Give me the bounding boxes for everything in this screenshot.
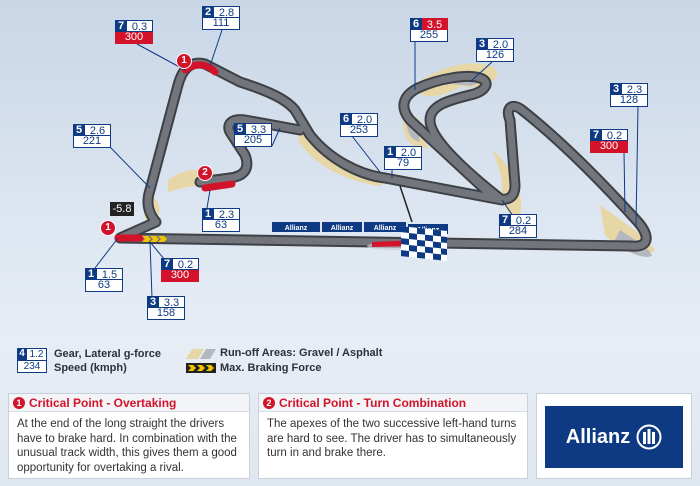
- gear-value: 5: [73, 124, 85, 136]
- braking-legend-icon: [186, 363, 216, 373]
- g-force-value: 2.0: [396, 146, 422, 159]
- critical-section-1-top: [181, 61, 219, 76]
- g-force-value: 3.3: [246, 123, 272, 136]
- speed-value: 255: [410, 30, 448, 42]
- gear-value: 6: [340, 113, 352, 125]
- gear-value: 5: [234, 123, 246, 135]
- speed-value: 221: [73, 136, 111, 148]
- speed-value: 63: [202, 220, 240, 232]
- gear-value: 7: [499, 214, 511, 226]
- speed-value: 300: [115, 32, 153, 44]
- g-force-value: 2.0: [352, 113, 378, 126]
- critical-point-number: 2: [263, 396, 275, 409]
- gear-value: 1: [384, 146, 396, 158]
- g-force-value: 2.3: [622, 83, 648, 96]
- legend-braking-label: Max. Braking Force: [220, 362, 322, 374]
- speed-value: 158: [147, 308, 185, 320]
- g-force-value: 0.2: [602, 129, 628, 142]
- speed-value: 300: [590, 141, 628, 153]
- speed-value: 300: [161, 270, 199, 282]
- g-force-value: 0.3: [127, 20, 153, 33]
- gear-value: 1: [202, 208, 214, 220]
- legend-runoff-label: Run-off Areas: Gravel / Asphalt: [220, 347, 383, 359]
- speed-value: 63: [85, 280, 123, 292]
- leader-lines: [94, 29, 639, 299]
- g-force-value: 2.8: [214, 6, 240, 19]
- panel-body: The apexes of the two successive left-ha…: [267, 418, 517, 459]
- gear-value: 3: [147, 296, 159, 308]
- speed-value: 205: [234, 135, 272, 147]
- allianz-logo-box: Allianz: [536, 393, 692, 479]
- checkered-flag-icon: [399, 185, 447, 261]
- banner-text-2: Allianz: [331, 225, 354, 232]
- critical-point-marker-1-top: 1: [176, 53, 192, 69]
- panel-body: At the end of the long straight the driv…: [17, 418, 237, 474]
- banner-text-1: Allianz: [285, 225, 308, 232]
- speed-value: 79: [384, 158, 422, 170]
- panel-turns-header: 2 Critical Point - Turn Combination: [259, 394, 527, 412]
- g-force-value: 2.0: [488, 38, 514, 51]
- g-force-value: 0.2: [173, 258, 199, 271]
- g-force-value: 3.3: [159, 296, 185, 309]
- gear-value: 7: [590, 129, 602, 141]
- gear-value: 2: [202, 6, 214, 18]
- circuit-map: Allianz Allianz Allianz Allianz: [94, 29, 655, 299]
- legend-speed: 234: [17, 361, 47, 373]
- allianz-wordmark: Allianz: [565, 425, 631, 448]
- speed-value: 284: [499, 226, 537, 238]
- legend-gear-label: Gear, Lateral g-force: [54, 348, 161, 360]
- speed-value: 111: [202, 18, 240, 30]
- critical-point-marker-2: 2: [197, 165, 213, 181]
- g-force-value: 2.6: [85, 124, 111, 137]
- critical-section-2: [201, 180, 236, 192]
- critical-point-marker-1-bottom: 1: [100, 220, 116, 236]
- legend-g: 1.2: [27, 348, 47, 361]
- braking-chevrons: [142, 236, 167, 242]
- gear-value: 7: [161, 258, 173, 270]
- gear-value: 3: [610, 83, 622, 95]
- panel-turn-combination: 2 Critical Point - Turn Combination The …: [258, 393, 528, 479]
- runoff-legend-icon: [186, 349, 216, 359]
- gear-value: 3: [476, 38, 488, 50]
- track-surface: [116, 59, 650, 250]
- allianz-logo: Allianz: [545, 406, 683, 468]
- g-force-value: 2.3: [214, 208, 240, 221]
- legend-speed-label: Speed (kmph): [54, 362, 127, 374]
- speed-value: 128: [610, 95, 648, 107]
- panel-overtaking-header: 1 Critical Point - Overtaking: [9, 394, 249, 412]
- critical-point-number: 1: [13, 396, 25, 409]
- panel-overtaking: 1 Critical Point - Overtaking At the end…: [8, 393, 250, 479]
- g-force-value: 1.5: [97, 268, 123, 281]
- g-force-value: 3.5: [422, 18, 448, 31]
- gear-value: 1: [85, 268, 97, 280]
- speed-value: 253: [340, 125, 378, 137]
- legend-gear: 4: [17, 348, 27, 361]
- braking-force-value: -5.8: [110, 202, 134, 216]
- panel-title: Critical Point - Turn Combination: [279, 395, 467, 410]
- banner-text-3: Allianz: [374, 225, 397, 232]
- gear-value: 7: [115, 20, 127, 32]
- g-force-value: 0.2: [511, 214, 537, 227]
- allianz-eagle-icon: [636, 424, 662, 450]
- speed-value: 126: [476, 50, 514, 62]
- gear-value: 6: [410, 18, 422, 30]
- panel-title: Critical Point - Overtaking: [29, 395, 177, 410]
